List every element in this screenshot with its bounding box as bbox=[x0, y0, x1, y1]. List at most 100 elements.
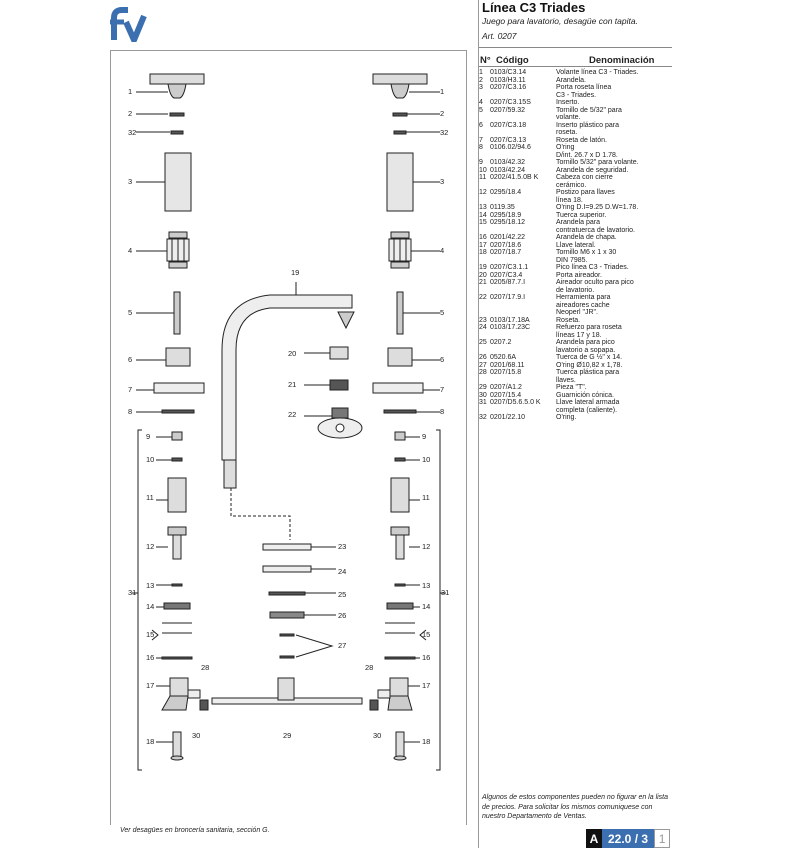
left-washer-10 bbox=[171, 457, 183, 462]
part-number: 23 bbox=[479, 316, 487, 324]
part-description: Tuerca de G ½" x 14. bbox=[556, 354, 623, 361]
table-row: de lavatorio. bbox=[479, 287, 679, 295]
part-code: 0207/15.8 bbox=[490, 369, 522, 376]
col-code-header: Código bbox=[496, 55, 529, 66]
right-oring bbox=[393, 130, 407, 135]
part-number: 1 bbox=[479, 69, 483, 76]
part-description: contratuerca de lavatorio. bbox=[556, 226, 635, 234]
part-number bbox=[479, 407, 490, 415]
column-divider bbox=[478, 0, 479, 848]
part-code bbox=[490, 332, 556, 340]
part-number: 15 bbox=[479, 219, 487, 226]
right-rosette-holder bbox=[386, 152, 414, 212]
left-plastic-insert bbox=[165, 347, 191, 367]
part-description: Porta aireador. bbox=[556, 271, 602, 279]
left-oring-8 bbox=[161, 409, 195, 414]
part-number bbox=[479, 182, 490, 190]
part-description: Tornillo 5/32" para volante. bbox=[556, 159, 639, 166]
sub-page: 1 bbox=[654, 829, 671, 848]
part-code: 0520.6A bbox=[490, 354, 517, 361]
part-description: Postizo para llaves bbox=[556, 189, 615, 196]
callout-left: 1 bbox=[128, 87, 133, 96]
left-oring-13 bbox=[171, 583, 183, 587]
table-row: DIN 7985. bbox=[479, 257, 679, 265]
oring-27a bbox=[279, 633, 295, 637]
callout-center: 31 bbox=[128, 588, 137, 597]
callout-right: 16 bbox=[422, 653, 431, 662]
part-description: cerámico. bbox=[556, 181, 587, 189]
callout-right: 5 bbox=[440, 308, 445, 317]
right-insert bbox=[388, 231, 412, 269]
part-number: 11 bbox=[479, 174, 487, 181]
part-number bbox=[479, 309, 490, 317]
part-number bbox=[479, 377, 490, 385]
callout-center: 25 bbox=[338, 590, 347, 599]
table-row: cerámico. bbox=[479, 182, 679, 190]
callout-right: 9 bbox=[422, 432, 427, 441]
bracket-31-left bbox=[137, 429, 142, 771]
part-description: Aireador oculto para pico bbox=[556, 279, 634, 286]
part-number bbox=[479, 332, 490, 340]
right-screw bbox=[396, 291, 404, 335]
part-number: 29 bbox=[479, 384, 487, 391]
part-code: 0295/18.12 bbox=[490, 219, 526, 226]
part-code: 0207/15.4 bbox=[490, 391, 522, 399]
callout-right: 6 bbox=[440, 355, 445, 364]
part-code bbox=[490, 152, 556, 160]
table-row: D/int. 26.7 x D 1.78. bbox=[479, 152, 679, 160]
callout-left: 10 bbox=[146, 455, 155, 464]
right-top-nut bbox=[386, 602, 414, 610]
part-code bbox=[490, 302, 556, 310]
right-plastic-nut bbox=[369, 699, 379, 711]
part-number bbox=[479, 347, 490, 355]
part-number: 31 bbox=[479, 399, 487, 406]
part-description: llaves. bbox=[556, 376, 576, 384]
part-description: de lavatorio. bbox=[556, 286, 595, 294]
part-description: roseta. bbox=[556, 129, 578, 136]
diagram-frame-right bbox=[466, 50, 467, 825]
callout-left: 4 bbox=[128, 246, 133, 255]
callout-left: 6 bbox=[128, 355, 133, 364]
part-code bbox=[490, 197, 556, 205]
callout-left: 3 bbox=[128, 177, 133, 186]
hidden-aerator bbox=[329, 379, 349, 391]
part-code: 0201/22.10 bbox=[490, 414, 526, 421]
part-code: 0201/68.11 bbox=[490, 361, 525, 369]
part-code bbox=[490, 92, 556, 100]
callout-center: 27 bbox=[338, 641, 347, 650]
part-description: Arandela de seguridad. bbox=[556, 166, 629, 174]
washer-25 bbox=[268, 591, 306, 596]
part-code: 0207/59.32 bbox=[490, 106, 526, 114]
part-code: 0295/18.4 bbox=[490, 189, 522, 196]
part-number: 19 bbox=[479, 264, 487, 271]
part-description: Tuerca superior. bbox=[556, 211, 607, 219]
table-row: completa (caliente). bbox=[479, 407, 679, 415]
left-plastic-nut bbox=[199, 699, 209, 711]
part-description: O'ring Ø10,82 x 1,78. bbox=[556, 361, 623, 369]
part-number bbox=[479, 302, 490, 310]
diagram-frame-top bbox=[110, 50, 467, 51]
part-number: 4 bbox=[479, 99, 483, 106]
callout-right: 7 bbox=[440, 385, 445, 394]
callout-left: 14 bbox=[146, 602, 155, 611]
part-number: 7 bbox=[479, 136, 483, 144]
callout-left: 16 bbox=[146, 653, 155, 662]
callout-center: 31 bbox=[441, 588, 450, 597]
part-number: 2 bbox=[479, 76, 483, 84]
part-description: líneas 17 y 18. bbox=[556, 331, 602, 339]
callout-left: 5 bbox=[128, 308, 133, 317]
table-row: Neoperl "JR". bbox=[479, 309, 679, 317]
callout-right: 15 bbox=[422, 630, 431, 639]
